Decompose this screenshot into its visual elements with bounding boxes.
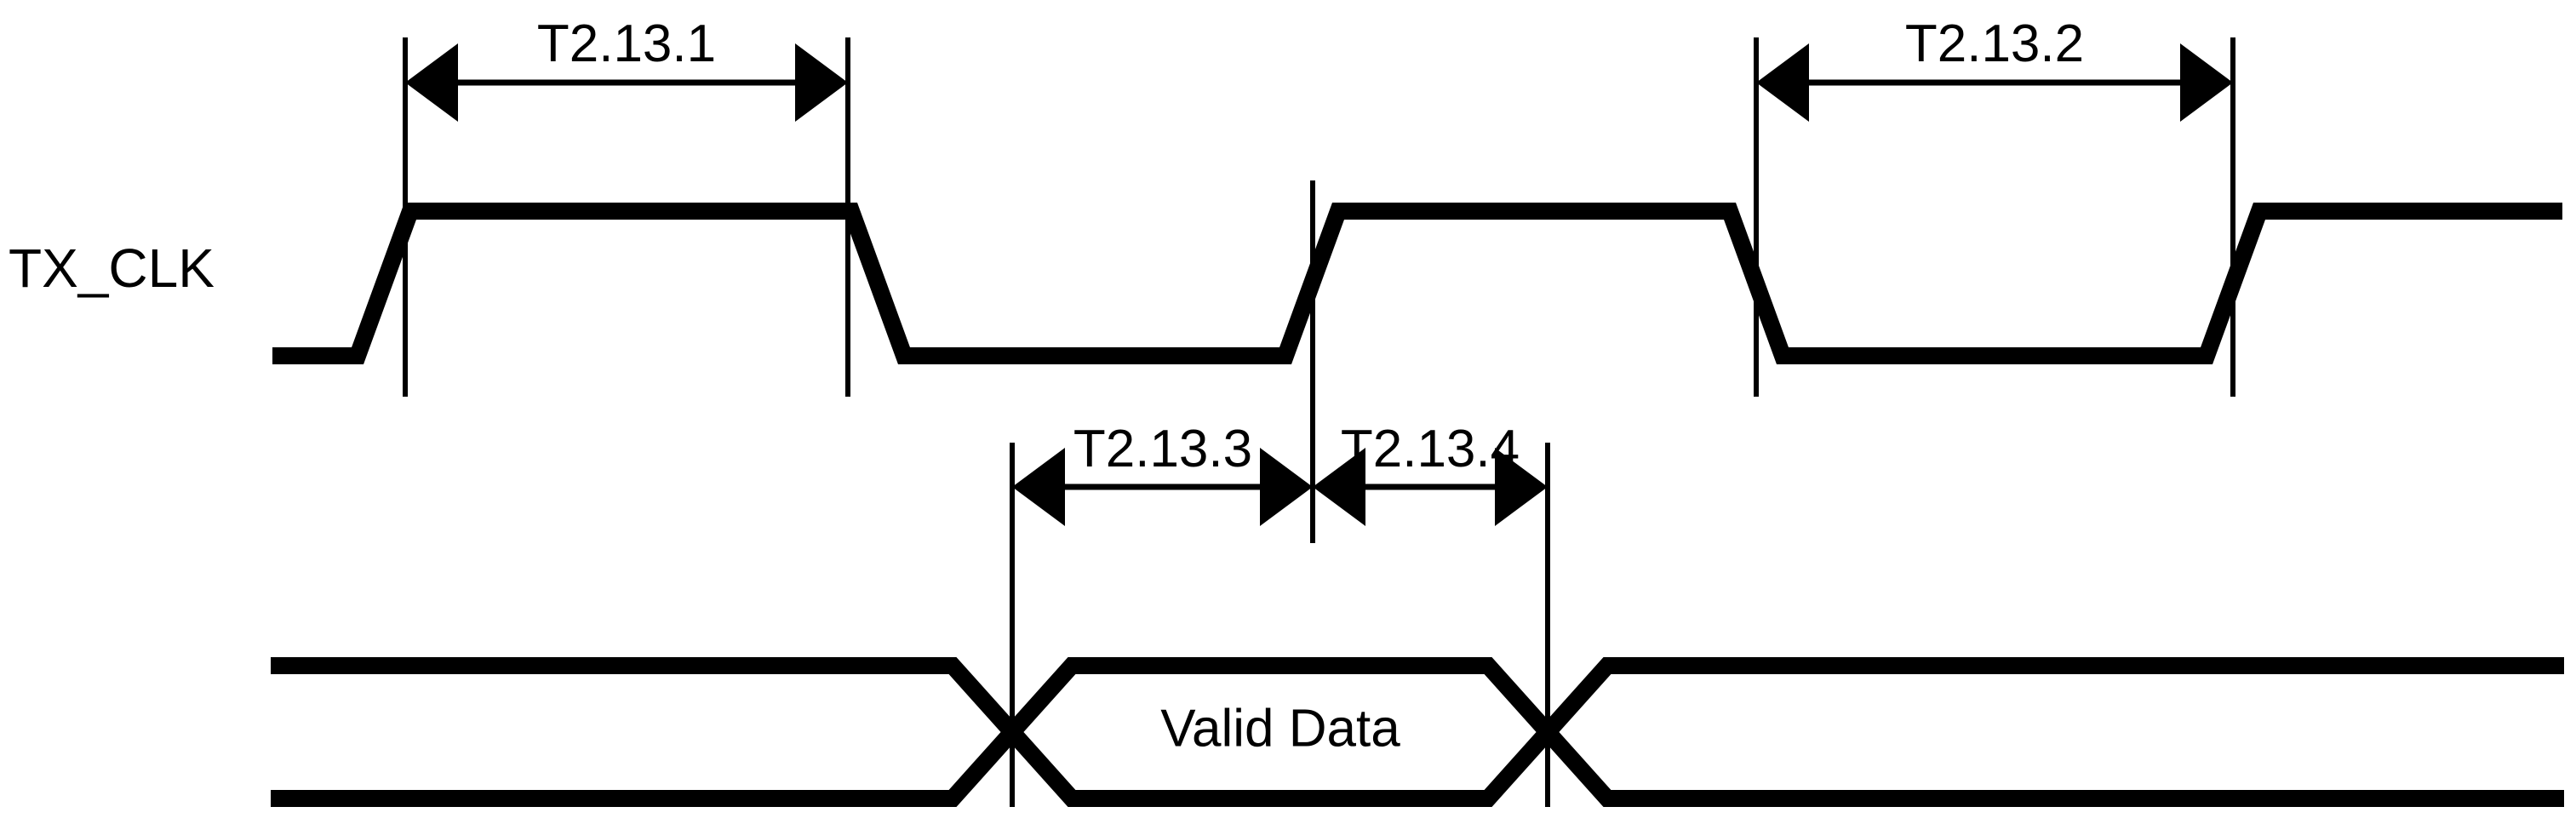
arrow-head-right-t2-13-3 xyxy=(1260,448,1313,526)
arrow-head-right-t2-13-4 xyxy=(1495,448,1548,526)
arrow-head-left-t2-13-2 xyxy=(1756,43,1809,122)
signal-label-tx-clk: TX_CLK xyxy=(9,237,215,299)
arrow-head-right-t2-13-2 xyxy=(2180,43,2233,122)
arrow-head-left-t2-13-4 xyxy=(1313,448,1365,526)
waveform-tx-clk xyxy=(272,203,2562,364)
dimension-label-group: T2.13.1 T2.13.2T2.13.3 T2.13.4 xyxy=(537,14,2084,478)
arrow-head-left-t2-13-3 xyxy=(1012,448,1065,526)
dimension-arrow-group xyxy=(405,43,2233,526)
data-bus-rail-upper xyxy=(271,657,2564,807)
waveform-data-bus xyxy=(271,657,2564,807)
dimension-label-t2-13-1: T2.13.1 xyxy=(537,14,716,73)
arrow-head-left-t2-13-1 xyxy=(405,43,458,122)
arrow-head-right-t2-13-1 xyxy=(795,43,848,122)
dimension-label-t2-13-3: T2.13.3 xyxy=(1073,420,1252,478)
dimension-label-t2-13-4: T2.13.4 xyxy=(1341,420,1520,478)
dimension-label-t2-13-2: T2.13.2 xyxy=(1905,14,2084,73)
reference-tick-group xyxy=(403,37,2235,807)
bus-value-label: Valid Data xyxy=(1160,699,1400,758)
data-bus-rail-lower xyxy=(271,657,2564,807)
